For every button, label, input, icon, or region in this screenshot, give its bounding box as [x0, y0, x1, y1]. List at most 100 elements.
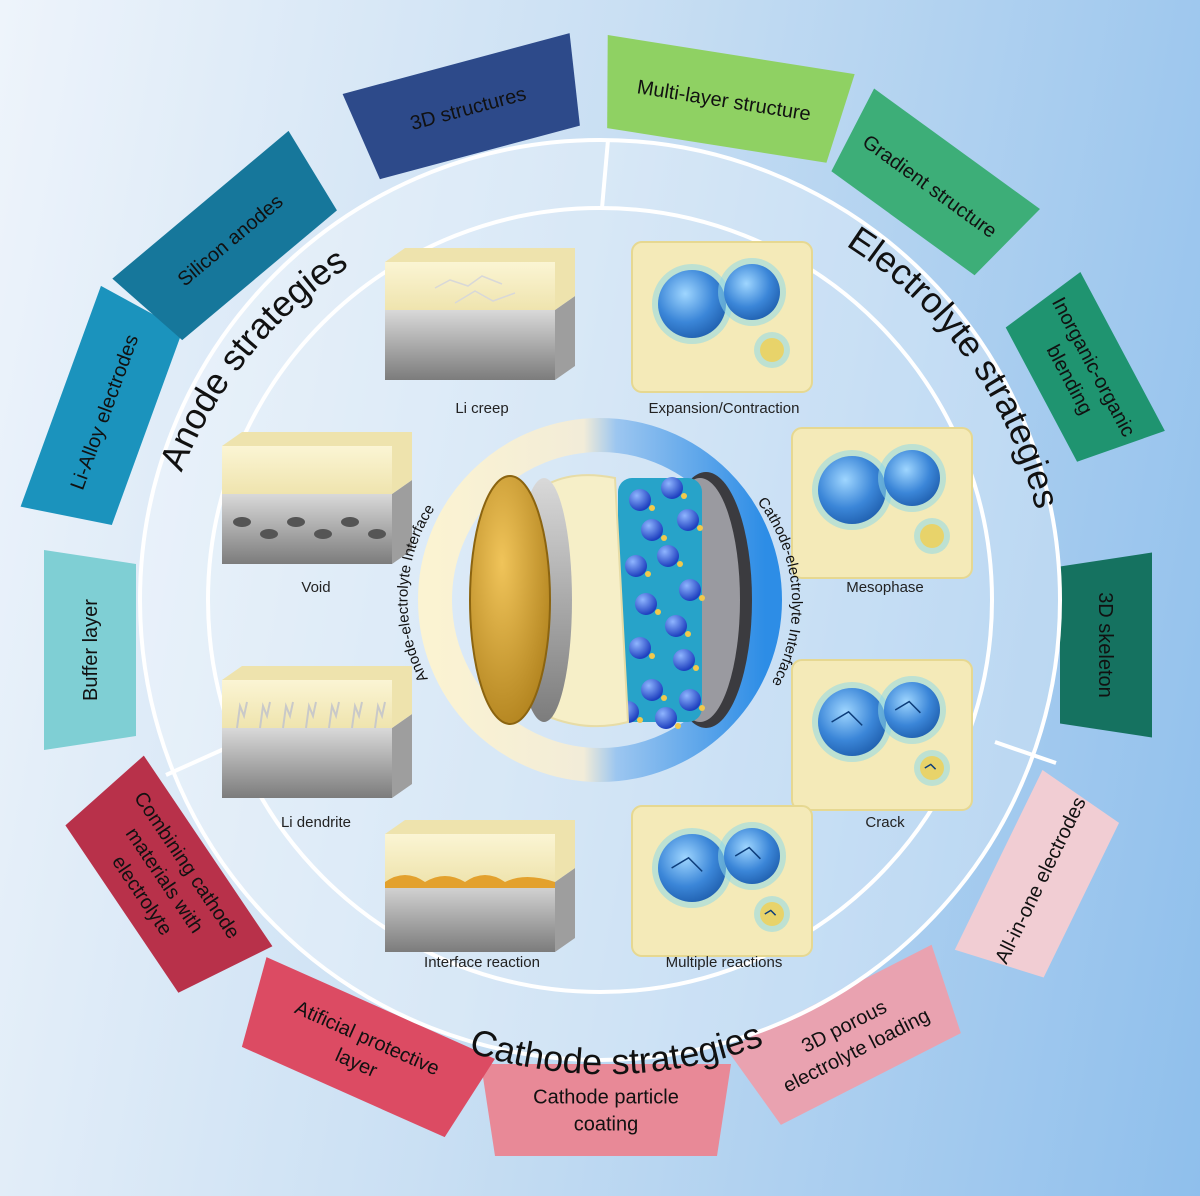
panel-li-creep: Li creep	[385, 248, 575, 417]
additive-dot	[699, 595, 705, 601]
lithium-anode-disk	[469, 475, 551, 725]
dendrite	[236, 701, 248, 729]
active-particle	[673, 649, 695, 671]
cathode-particle	[920, 756, 944, 780]
panel-li-dendrite: Li dendrite	[222, 666, 412, 831]
panel-mesophase: Mesophase	[791, 427, 973, 596]
segment-multi-layer-structure: Multi-layer structure	[607, 35, 855, 163]
cathode-particle	[818, 456, 886, 524]
segment-shape	[241, 957, 495, 1138]
cathode-particle	[724, 828, 780, 884]
panel-caption: Li creep	[455, 400, 508, 417]
additive-dot	[661, 695, 667, 701]
crack-line	[894, 700, 921, 714]
interface-ring	[418, 418, 782, 782]
additive-dot	[649, 505, 655, 511]
additive-dot	[685, 631, 691, 637]
metal-front	[385, 882, 555, 952]
cathode-particle	[760, 338, 784, 362]
dendrite	[282, 701, 294, 729]
dendrite	[259, 701, 271, 729]
segment-shape	[20, 285, 183, 525]
active-particle	[629, 489, 651, 511]
active-particle	[641, 679, 663, 701]
segment-label: coating	[574, 1114, 639, 1136]
cathode-particle	[760, 902, 784, 926]
active-particle	[657, 545, 679, 567]
crack-line	[764, 909, 777, 916]
void-pore	[233, 517, 251, 527]
void-pore	[368, 529, 386, 539]
divider-left	[165, 747, 225, 777]
crack-line	[671, 856, 703, 872]
additive-dot	[655, 609, 661, 615]
divider-top	[600, 139, 610, 209]
additive-dot	[649, 653, 655, 659]
segment-shape	[342, 33, 580, 180]
electrolyte-front	[385, 834, 555, 882]
cathode-particle	[920, 524, 944, 548]
active-particle	[661, 477, 683, 499]
panel-void: Void	[222, 432, 412, 596]
panel-caption: Expansion/Contraction	[649, 400, 800, 417]
cathode-particle	[818, 688, 886, 756]
crack-line	[831, 710, 863, 726]
void-pore	[260, 529, 278, 539]
active-particle	[629, 637, 651, 659]
additive-dot	[681, 493, 687, 499]
additive-dot	[661, 535, 667, 541]
creep-lines	[434, 275, 516, 304]
crack-line	[734, 846, 761, 860]
panel-expansion-contraction: Expansion/Contraction	[631, 241, 813, 417]
segment-shape	[1060, 552, 1152, 738]
metal-front	[222, 728, 392, 798]
panel-caption: Void	[301, 579, 330, 596]
inner-separator-circle	[206, 206, 994, 994]
active-particle	[677, 509, 699, 531]
panel-caption: Interface reaction	[424, 954, 540, 971]
segment-shape	[831, 88, 1040, 276]
dendrite	[328, 701, 340, 729]
panel-interface-reaction: Interface reaction	[385, 820, 575, 971]
segment-shape	[65, 755, 273, 993]
segment-label: Buffer layer	[80, 599, 102, 701]
void-pore	[341, 517, 359, 527]
additive-dot	[697, 525, 703, 531]
segment-shape	[726, 944, 961, 1125]
electrolyte-front	[385, 262, 555, 310]
segment-cathode-particle-coating: Cathode particle coating	[481, 1064, 731, 1156]
segment-label: 3D skeleton	[1094, 592, 1116, 698]
active-particle	[679, 689, 701, 711]
segment-label: Cathode particle	[533, 1087, 679, 1109]
segment-shape	[954, 769, 1120, 978]
panel-crack: Crack	[791, 659, 973, 831]
cathode-particle	[884, 450, 940, 506]
panel-caption: Mesophase	[846, 579, 924, 596]
additive-dot	[637, 717, 643, 723]
panel-caption: Li dendrite	[281, 814, 351, 831]
active-particle	[625, 555, 647, 577]
panel-caption: Multiple reactions	[666, 954, 783, 971]
segment-shape	[44, 550, 136, 750]
additive-dot	[645, 571, 651, 577]
segment-shape	[112, 130, 337, 341]
dendrite	[305, 701, 317, 729]
dendrite	[374, 701, 386, 729]
active-particle	[665, 615, 687, 637]
segment-3d-structures: 3D structures	[342, 33, 580, 180]
dendrite	[351, 701, 363, 729]
segment-shape	[1005, 271, 1165, 462]
reaction-layer	[385, 875, 555, 888]
divider-right	[994, 740, 1057, 765]
cathode-particle	[884, 682, 940, 738]
active-particle	[655, 707, 677, 729]
central-cell-illustration: Anode-electrolyte Interface Cathode-elec…	[394, 418, 805, 782]
segment-shape	[481, 1064, 731, 1156]
panel-multiple-reactions: Multiple reactions	[631, 805, 813, 971]
active-particle	[635, 593, 657, 615]
active-particle	[679, 579, 701, 601]
